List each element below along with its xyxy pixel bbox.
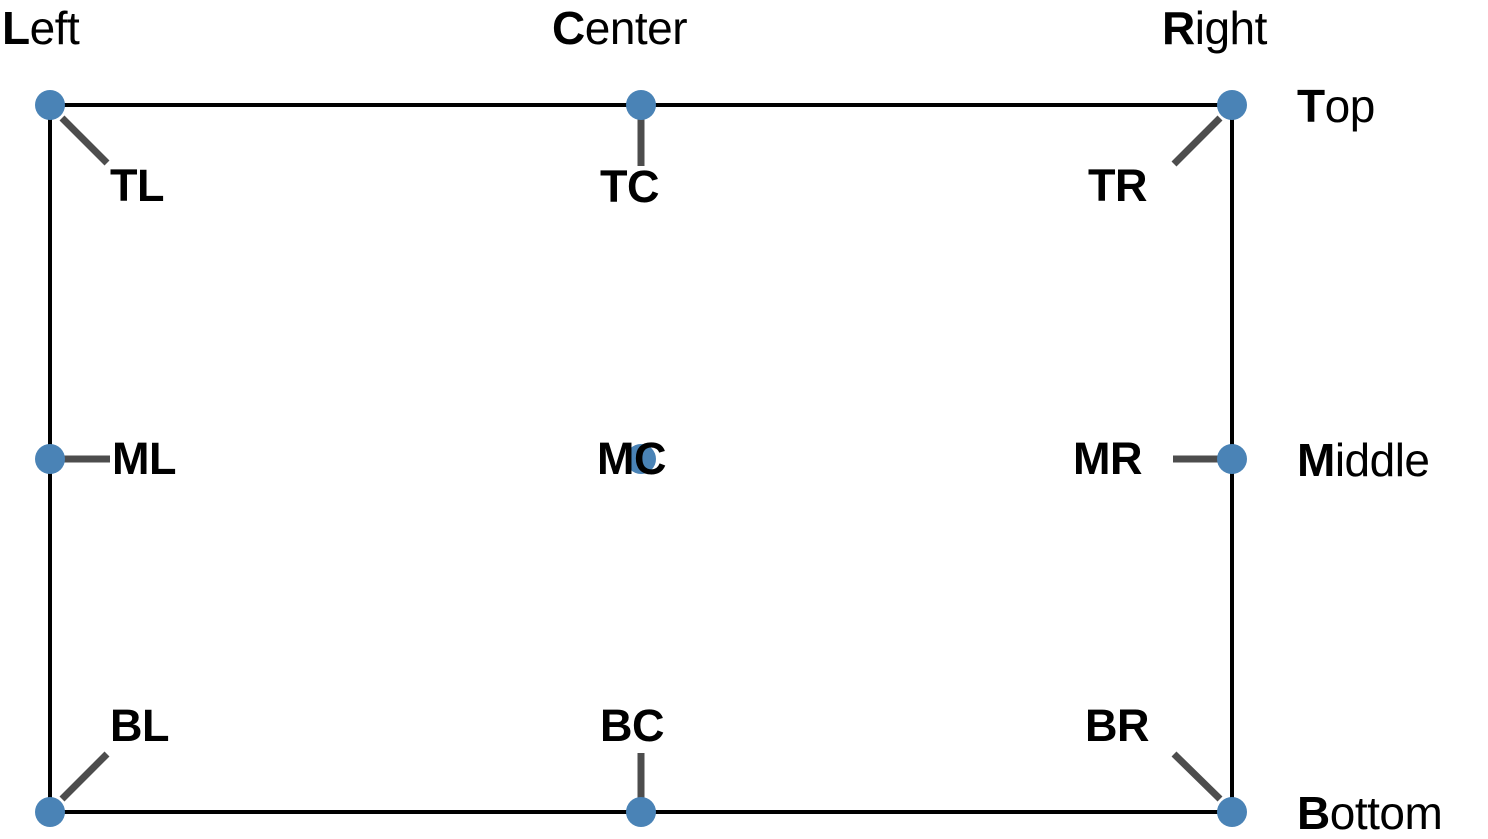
anchor-label-mc: MC bbox=[597, 433, 666, 484]
anchor-label-bc: BC bbox=[600, 700, 665, 751]
header-rest-center: enter bbox=[584, 2, 688, 54]
anchor-label-tl: TL bbox=[110, 160, 164, 211]
header-initial-left: L bbox=[2, 2, 30, 54]
header-rest-bottom: ottom bbox=[1329, 787, 1443, 839]
anchor-marker-br[interactable] bbox=[1217, 797, 1247, 827]
column-header-right: Right bbox=[1162, 5, 1267, 51]
anchor-label-tc: TC bbox=[600, 161, 660, 212]
leader-line-br bbox=[1171, 751, 1223, 802]
header-initial-center: C bbox=[552, 2, 585, 54]
leader-line-bl bbox=[59, 751, 110, 802]
anchor-marker-mc[interactable] bbox=[626, 444, 656, 474]
anchor-label-br: BR bbox=[1085, 700, 1150, 751]
anchor-marker-tc[interactable] bbox=[626, 90, 656, 120]
row-header-top: Top bbox=[1297, 83, 1375, 129]
header-initial-right: R bbox=[1162, 2, 1195, 54]
row-header-bottom: Bottom bbox=[1297, 787, 1443, 839]
anchor-marker-ml[interactable] bbox=[35, 444, 65, 474]
anchor-label-ml: ML bbox=[112, 433, 176, 484]
row-header-middle: Middle bbox=[1297, 437, 1430, 483]
header-rest-top: op bbox=[1324, 80, 1376, 132]
anchor-marker-bl[interactable] bbox=[35, 797, 65, 827]
leader-line-tr bbox=[1171, 115, 1223, 167]
anchor-label-mr: MR bbox=[1073, 433, 1142, 484]
anchor-markers bbox=[35, 90, 1247, 827]
anchor-label-tr: TR bbox=[1088, 160, 1148, 211]
header-rest-middle: iddle bbox=[1334, 434, 1430, 486]
header-initial-middle: M bbox=[1297, 434, 1335, 486]
header-initial-bottom: B bbox=[1297, 787, 1330, 839]
header-rest-right: ight bbox=[1194, 2, 1268, 54]
anchor-marker-tl[interactable] bbox=[35, 90, 65, 120]
column-header-center: Center bbox=[552, 2, 688, 54]
anchor-label-bl: BL bbox=[110, 700, 170, 751]
anchor-marker-mr[interactable] bbox=[1217, 444, 1247, 474]
anchor-marker-bc[interactable] bbox=[626, 797, 656, 827]
leader-line-tl bbox=[59, 115, 110, 166]
leader-lines bbox=[59, 115, 1223, 802]
anchor-marker-tr[interactable] bbox=[1217, 90, 1247, 120]
column-header-left: Left bbox=[2, 2, 80, 54]
header-initial-top: T bbox=[1297, 80, 1325, 132]
header-rest-left: eft bbox=[29, 2, 80, 54]
